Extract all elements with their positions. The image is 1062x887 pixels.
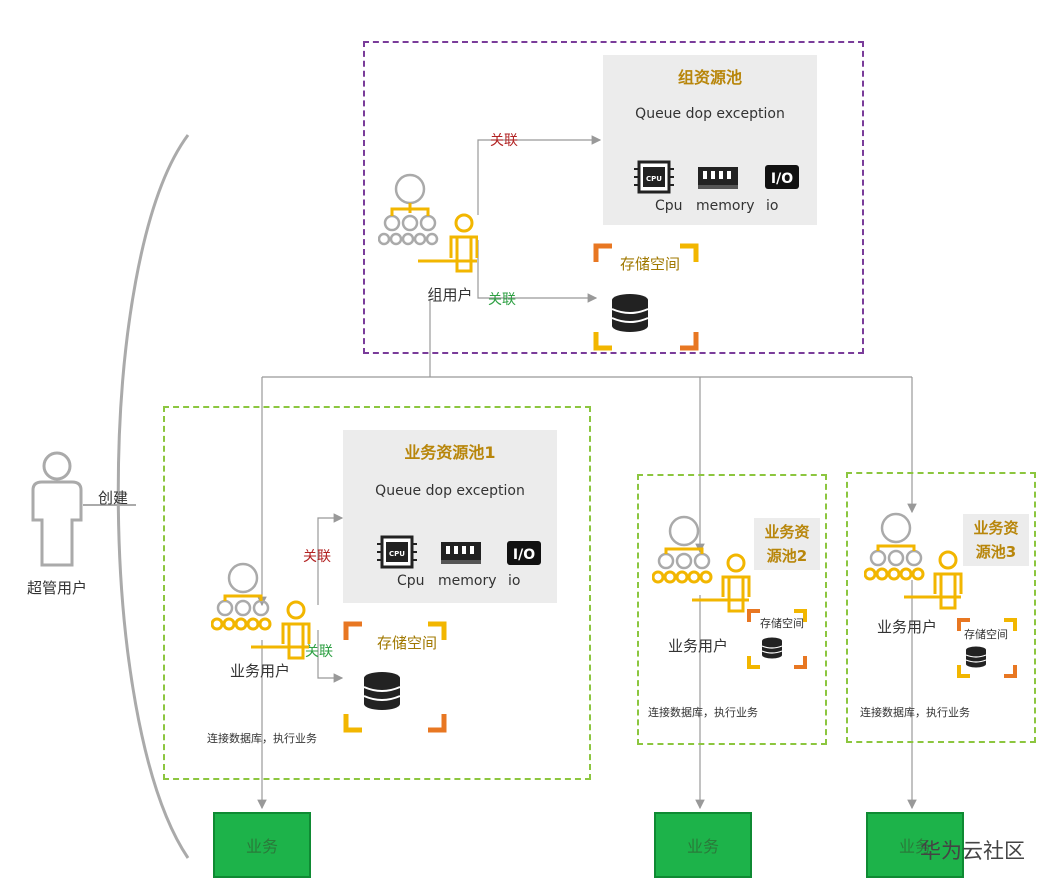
group-relation-bottom: 关联 [488, 292, 516, 308]
group-storage-frame [593, 243, 699, 351]
business-box-3: 业务 [866, 812, 964, 878]
group-resource-panel [603, 55, 817, 225]
pool3-user-icon [864, 512, 963, 610]
group-user-label: 组用户 [427, 286, 473, 304]
business-box-1: 业务 [213, 812, 311, 878]
pool1-memory-label: memory [438, 573, 497, 589]
business-box-2: 业务 [654, 812, 752, 878]
pool3-note: 连接数据库，执行业务 [860, 706, 970, 719]
pool3-storage-frame [957, 618, 1017, 678]
pool1-io-icon: I/O [507, 541, 541, 565]
pool1-cpu-icon: CPU [377, 535, 417, 569]
pool2-title-panel [754, 518, 820, 570]
pool1-box [163, 406, 591, 780]
pool1-note: 连接数据库，执行业务 [207, 732, 317, 745]
pool2-note: 连接数据库，执行业务 [648, 706, 758, 719]
pool1-queue-text: Queue dop exception [375, 483, 525, 499]
pool3-title: 业务资 源池3 [973, 519, 1019, 561]
memory-label: memory [696, 198, 755, 214]
group-database-icon [611, 294, 649, 332]
group-relation-top: 关联 [490, 133, 518, 149]
cpu-icon: CPU [634, 160, 674, 194]
svg-text:I/O: I/O [771, 171, 793, 187]
pool3-storage-label: 存储空间 [964, 628, 1008, 641]
pool2-storage-frame [747, 609, 807, 669]
pool1-title: 业务资源池1 [404, 443, 496, 462]
pool1-user-icon [211, 562, 311, 660]
pool2-storage-label: 存储空间 [760, 617, 804, 630]
pool1-database-icon [363, 672, 401, 710]
pool2-user-icon [652, 515, 751, 613]
pool1-cpu-label: Cpu [397, 573, 425, 589]
pool1-storage-frame [343, 621, 447, 733]
pool2-user-label: 业务用户 [667, 637, 728, 655]
pool1-io-label: io [508, 573, 521, 589]
group-pool-title: 组资源池 [677, 68, 742, 87]
svg-text:CPU: CPU [646, 175, 662, 183]
create-label: 创建 [98, 489, 129, 507]
super-user-arc [116, 134, 190, 859]
svg-text:CPU: CPU [389, 550, 405, 558]
super-user-icon [31, 451, 83, 567]
cpu-label: Cpu [655, 198, 683, 214]
memory-icon [698, 167, 738, 189]
group-pool-box [363, 41, 864, 354]
io-icon: I/O [765, 165, 799, 189]
watermark: 华为云社区 [920, 839, 1025, 863]
pool3-user-label: 业务用户 [876, 618, 937, 636]
pool2-database-icon [761, 637, 783, 659]
io-label: io [766, 198, 779, 214]
pool3-box [846, 472, 1036, 743]
pool1-relation-top: 关联 [303, 549, 331, 565]
super-user-label: 超管用户 [26, 579, 87, 597]
pool1-storage-label: 存储空间 [376, 634, 437, 652]
pool1-user-label: 业务用户 [229, 662, 290, 680]
pool3-title-panel [963, 514, 1029, 566]
pool2-title: 业务资 源池2 [764, 523, 810, 565]
pool1-resource-panel [343, 430, 557, 603]
pool3-database-icon [965, 646, 987, 668]
pool1-relation-bottom: 关联 [305, 644, 333, 660]
svg-text:I/O: I/O [513, 547, 535, 563]
group-queue-text: Queue dop exception [635, 106, 785, 122]
group-storage-label: 存储空间 [619, 255, 680, 273]
pool2-box [637, 474, 827, 745]
group-user-icon [378, 173, 478, 273]
pool1-memory-icon [441, 542, 481, 564]
